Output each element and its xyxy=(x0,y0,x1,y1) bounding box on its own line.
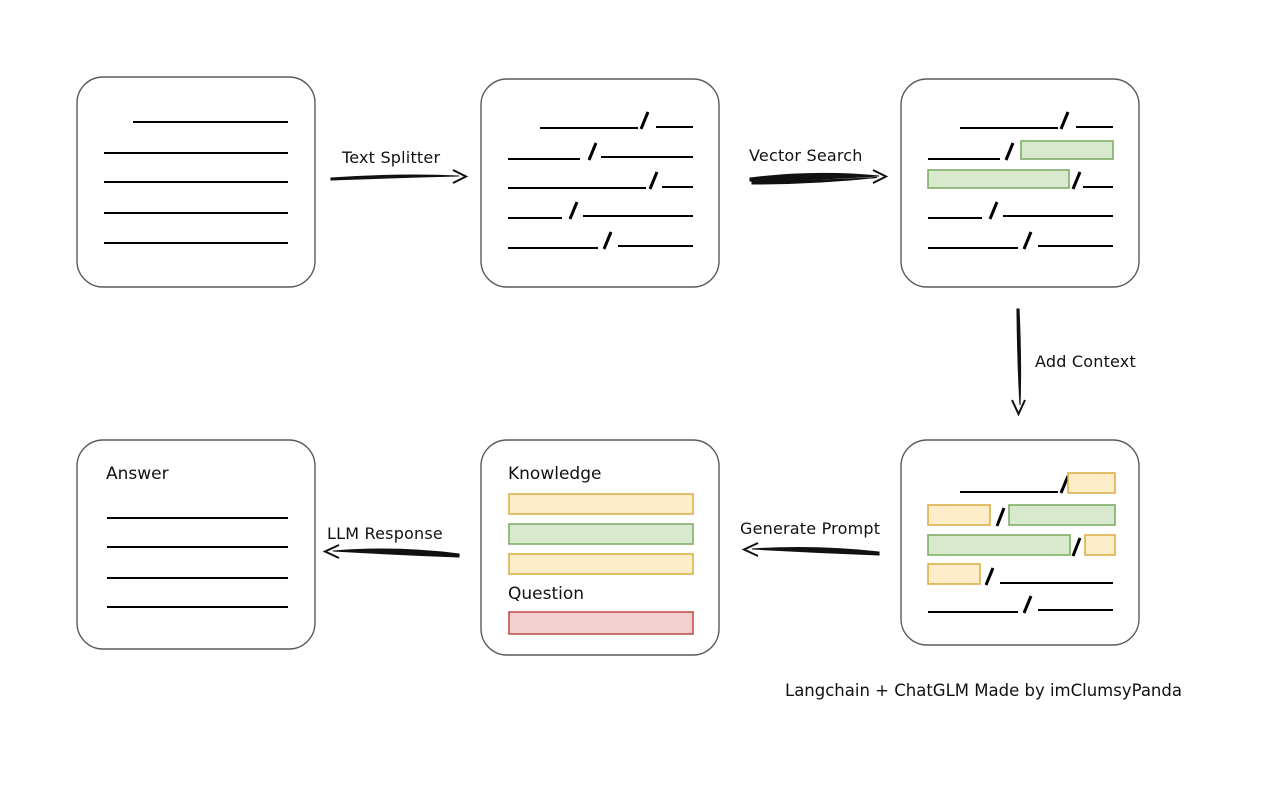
slash-mark xyxy=(995,507,1006,527)
knowledge-bar-2[interactable] xyxy=(508,523,694,545)
slash-mark xyxy=(639,111,650,130)
knowledge-bar-1[interactable] xyxy=(508,493,694,515)
edge-label-generate-prompt: Generate Prompt xyxy=(740,519,881,538)
arrow-text-splitter xyxy=(330,169,469,184)
highlight-chip-green[interactable] xyxy=(1020,140,1114,160)
highlight-chip-yellow[interactable] xyxy=(1067,472,1116,494)
arrow-generate-prompt xyxy=(741,542,880,557)
knowledge-heading: Knowledge xyxy=(508,464,602,484)
knowledge-bar-3[interactable] xyxy=(508,553,694,575)
slash-mark xyxy=(988,201,999,220)
question-heading: Question xyxy=(508,584,585,604)
source-document-rules xyxy=(104,120,288,245)
highlight-chip-yellow[interactable] xyxy=(927,563,981,585)
slash-mark xyxy=(1022,231,1033,250)
slash-mark xyxy=(587,142,598,161)
arrow-vector-search xyxy=(749,169,889,185)
highlight-chip-yellow[interactable] xyxy=(927,504,991,526)
slash-mark xyxy=(984,567,995,586)
diagram-caption: Langchain + ChatGLM Made by imClumsyPand… xyxy=(785,681,1182,700)
slash-mark xyxy=(1071,537,1082,557)
prompt-bars xyxy=(508,493,694,635)
question-bar[interactable] xyxy=(508,611,694,635)
answer-heading: Answer xyxy=(106,464,169,484)
arrow-llm-response xyxy=(322,544,460,559)
answer-rules xyxy=(107,516,288,609)
edge-label-add-context: Add Context xyxy=(1035,352,1136,371)
highlight-chip-green[interactable] xyxy=(927,169,1070,189)
highlight-chip-green[interactable] xyxy=(1008,504,1116,526)
slash-mark xyxy=(648,171,659,190)
split-chunks-rules xyxy=(508,111,693,250)
slash-mark xyxy=(1071,171,1082,190)
highlight-chip-yellow[interactable] xyxy=(1084,534,1116,556)
arrow-add-context xyxy=(1011,308,1026,417)
edge-label-vector-search: Vector Search xyxy=(749,146,863,165)
slash-mark xyxy=(568,201,579,220)
slash-mark xyxy=(1059,475,1070,494)
slash-mark xyxy=(1004,142,1015,161)
edge-label-text-splitter: Text Splitter xyxy=(342,148,441,167)
edge-label-llm-response: LLM Response xyxy=(327,524,443,543)
node-answer[interactable] xyxy=(76,439,316,650)
context-chunks-rules xyxy=(927,472,1116,614)
vector-matched-chunks-rules xyxy=(927,111,1114,250)
slash-mark xyxy=(602,231,613,250)
slash-mark xyxy=(1059,111,1070,130)
node-split-chunks[interactable] xyxy=(480,78,720,288)
highlight-chip-green[interactable] xyxy=(927,534,1071,556)
slash-mark xyxy=(1022,595,1033,614)
